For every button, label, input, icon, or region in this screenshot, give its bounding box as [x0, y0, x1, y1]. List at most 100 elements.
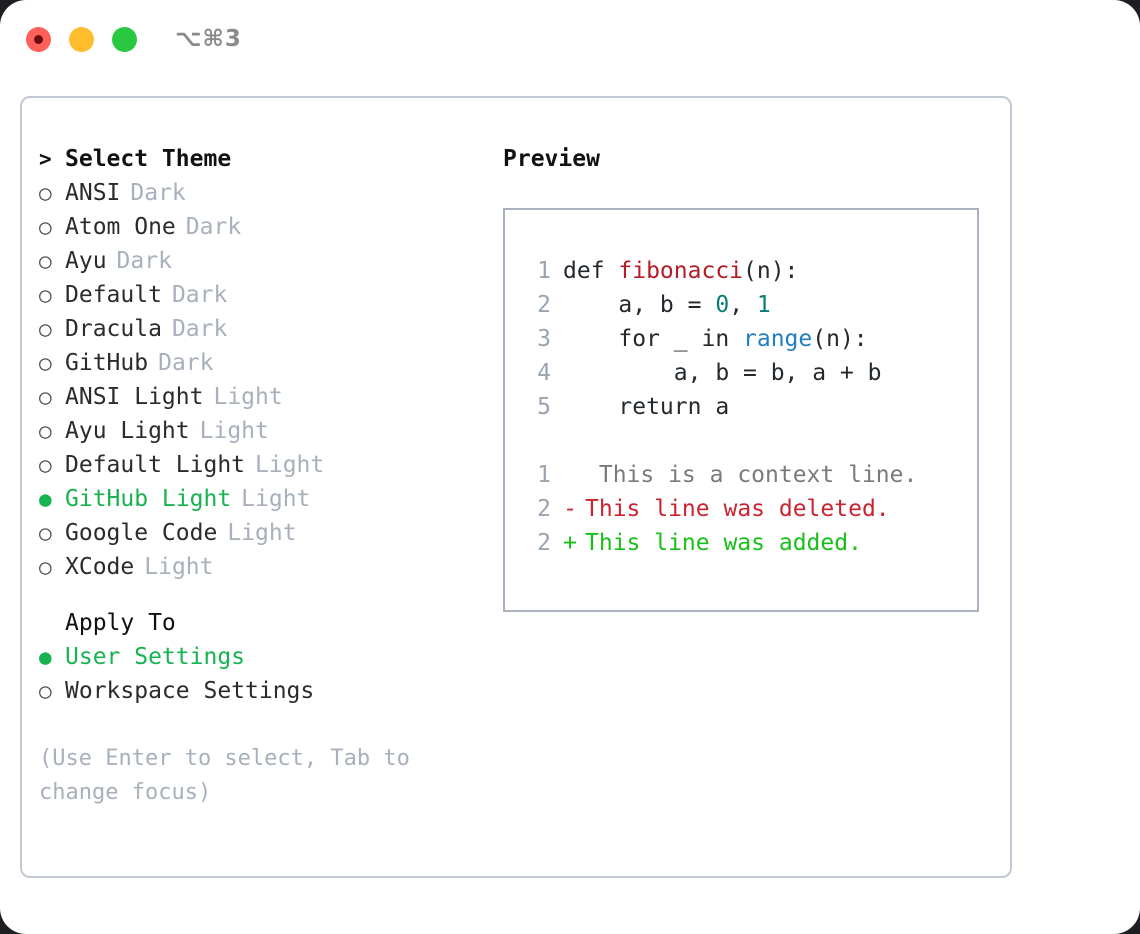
code-token: 1 — [756, 292, 771, 318]
apply-to-label: Workspace Settings — [65, 678, 315, 704]
theme-variant-tag: Dark — [116, 248, 172, 274]
theme-name-label: Dracula — [65, 316, 162, 342]
code-token: for _ in — [563, 326, 744, 352]
theme-variant-tag: Light — [213, 384, 283, 410]
code-token: fibonacci — [618, 258, 744, 284]
line-number: 5 — [537, 394, 551, 420]
theme-list-item[interactable]: ● GitHub Light Light — [39, 486, 489, 520]
radio-selected-icon: ● — [39, 487, 52, 511]
theme-variant-tag: Dark — [130, 180, 186, 206]
code-text: a, b = b, a + b — [563, 360, 882, 386]
line-number: 1 — [537, 462, 551, 488]
code-token: return a — [563, 394, 730, 420]
title-bar: ⌥⌘3 — [0, 0, 1140, 78]
radio-unselected-icon: ○ — [39, 555, 52, 579]
radio-unselected-icon: ○ — [39, 679, 52, 703]
line-number: 4 — [537, 360, 551, 386]
diff-line: 1 This is a context line. — [505, 462, 977, 496]
code-token: , — [729, 292, 757, 318]
radio-unselected-icon: ○ — [39, 521, 52, 545]
code-text: return a — [563, 394, 729, 420]
section-title: Select Theme — [65, 146, 232, 172]
theme-variant-tag: Light — [227, 520, 297, 546]
theme-name-label: Default — [65, 282, 162, 308]
theme-list-item[interactable]: ○ Default Dark — [39, 282, 489, 316]
theme-name-label: Ayu — [65, 248, 107, 274]
code-token: (n): — [743, 258, 799, 284]
code-token: a, b = b, a + b — [563, 360, 882, 386]
code-line: 2 a, b = 0, 1 — [505, 292, 977, 326]
diff-marker: - — [563, 496, 577, 522]
spacer — [39, 588, 489, 610]
select-theme-header: > Select Theme — [39, 146, 489, 180]
window-controls — [26, 26, 137, 52]
line-number: 3 — [537, 326, 551, 352]
code-line: 3 for _ in range(n): — [505, 326, 977, 360]
theme-list-item[interactable]: ○ Ayu Light Light — [39, 418, 489, 452]
theme-variant-tag: Dark — [171, 282, 228, 308]
keyboard-shortcut-label: ⌥⌘3 — [175, 26, 242, 52]
caret-icon: > — [39, 147, 52, 171]
apply-to-item[interactable]: ○ Workspace Settings — [39, 678, 489, 712]
radio-unselected-icon: ○ — [39, 249, 52, 273]
apply-to-header: ○ Apply To — [39, 610, 489, 644]
apply-to-list: ●User Settings○ Workspace Settings — [39, 644, 489, 712]
theme-variant-tag: Light — [199, 418, 269, 444]
maximize-button-icon[interactable] — [112, 26, 137, 52]
apply-to-item[interactable]: ●User Settings — [39, 644, 489, 678]
code-line: 1 def fibonacci(n): — [505, 258, 977, 292]
code-text: for _ in range(n): — [563, 326, 868, 352]
recording-dot-icon — [34, 34, 43, 44]
diff-sample: 1 This is a context line.2-This line was… — [505, 462, 977, 564]
theme-name-label: Default Light — [65, 452, 246, 478]
theme-name-label: GitHub Light — [65, 486, 232, 512]
code-token: def — [563, 258, 619, 284]
code-token: 0 — [715, 292, 730, 318]
theme-name-label: ANSI Light — [65, 384, 204, 410]
keyboard-hint-text: (Use Enter to select, Tab to change focu… — [39, 746, 424, 805]
spacer — [505, 428, 977, 462]
preview-title: Preview — [503, 146, 600, 172]
line-number: 1 — [537, 258, 551, 284]
code-token: a, b = — [563, 292, 716, 318]
close-button-icon[interactable] — [26, 26, 51, 52]
diff-line: 2-This line was deleted. — [505, 496, 977, 530]
theme-name-label: Atom One — [65, 214, 176, 240]
radio-unselected-icon: ○ — [39, 283, 52, 307]
theme-list-item[interactable]: ○ GitHub Dark — [39, 350, 489, 384]
radio-unselected-icon: ○ — [39, 317, 52, 341]
theme-list-item[interactable]: ○ Ayu Dark — [39, 248, 489, 282]
code-token: (n): — [812, 326, 868, 352]
blank-bullet: ○ — [39, 611, 65, 635]
diff-line: 2+This line was added. — [505, 530, 977, 564]
theme-variant-tag: Light — [241, 486, 311, 512]
apply-to-title: Apply To — [65, 610, 176, 636]
radio-unselected-icon: ○ — [39, 419, 52, 443]
theme-list-item[interactable]: ○ Dracula Dark — [39, 316, 489, 350]
code-line: 4 a, b = b, a + b — [505, 360, 977, 394]
theme-name-label: Google Code — [65, 520, 218, 546]
code-text: a, b = 0, 1 — [563, 292, 771, 318]
code-token: range — [743, 326, 813, 352]
theme-variant-tag: Dark — [158, 350, 214, 376]
theme-list-item[interactable]: ○ Google Code Light — [39, 520, 489, 554]
minimize-button-icon[interactable] — [69, 26, 94, 52]
theme-name-label: GitHub — [65, 350, 149, 376]
radio-unselected-icon: ○ — [39, 351, 52, 375]
spacer — [39, 712, 489, 742]
theme-variant-tag: Dark — [171, 316, 228, 342]
radio-unselected-icon: ○ — [39, 181, 52, 205]
theme-name-label: Ayu Light — [65, 418, 190, 444]
line-number: 2 — [537, 530, 551, 556]
